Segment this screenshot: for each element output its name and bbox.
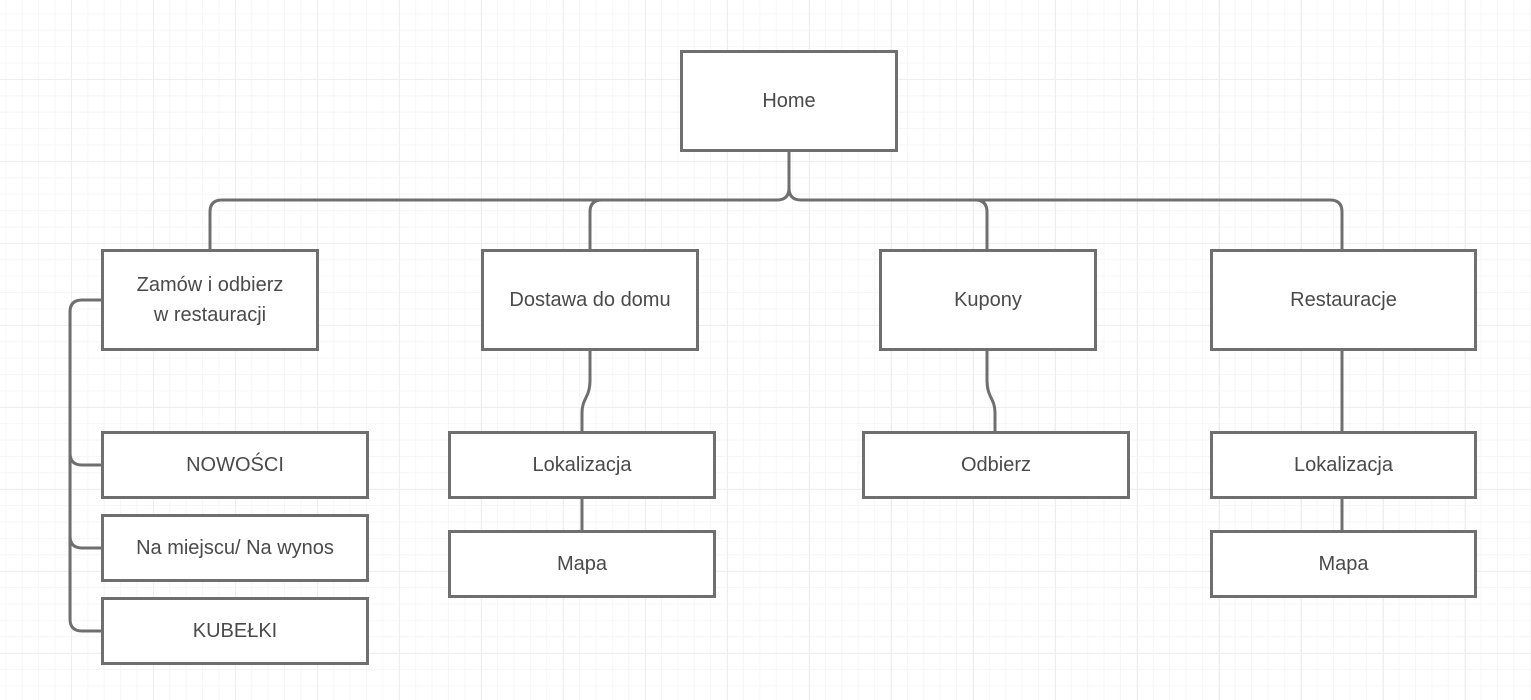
connector-zamow-namiejscu: [68, 535, 102, 550]
connector-dostawa-lokalizacja: [580, 349, 592, 433]
node-kubelki[interactable]: KUBEŁKI: [101, 597, 369, 665]
node-zamow-i-odbierz[interactable]: Zamów i odbierz w restauracji: [101, 249, 319, 351]
connector-home-kupony: [974, 198, 989, 250]
connector-home-right: [787, 187, 1344, 250]
node-dostawa-mapa[interactable]: Mapa: [448, 530, 716, 598]
node-dostawa-lokalizacja[interactable]: Lokalizacja: [448, 431, 716, 499]
connector-home-dostawa: [588, 198, 603, 250]
connector-kupony-odbierz: [985, 349, 997, 433]
node-odbierz[interactable]: Odbierz: [862, 431, 1130, 499]
node-na-miejscu-na-wynos[interactable]: Na miejscu/ Na wynos: [101, 514, 369, 582]
node-home[interactable]: Home: [680, 50, 898, 152]
node-nowosci[interactable]: NOWOŚCI: [101, 431, 369, 499]
connector-zamow-children: [68, 298, 102, 633]
connector-home-left: [208, 150, 791, 250]
node-kupony[interactable]: Kupony: [879, 249, 1097, 351]
node-dostawa-do-domu[interactable]: Dostawa do domu: [481, 249, 699, 351]
node-restauracje[interactable]: Restauracje: [1210, 249, 1477, 351]
node-restauracje-mapa[interactable]: Mapa: [1210, 530, 1477, 598]
node-restauracje-lokalizacja[interactable]: Lokalizacja: [1210, 431, 1477, 499]
connector-zamow-nowosci: [68, 452, 102, 467]
